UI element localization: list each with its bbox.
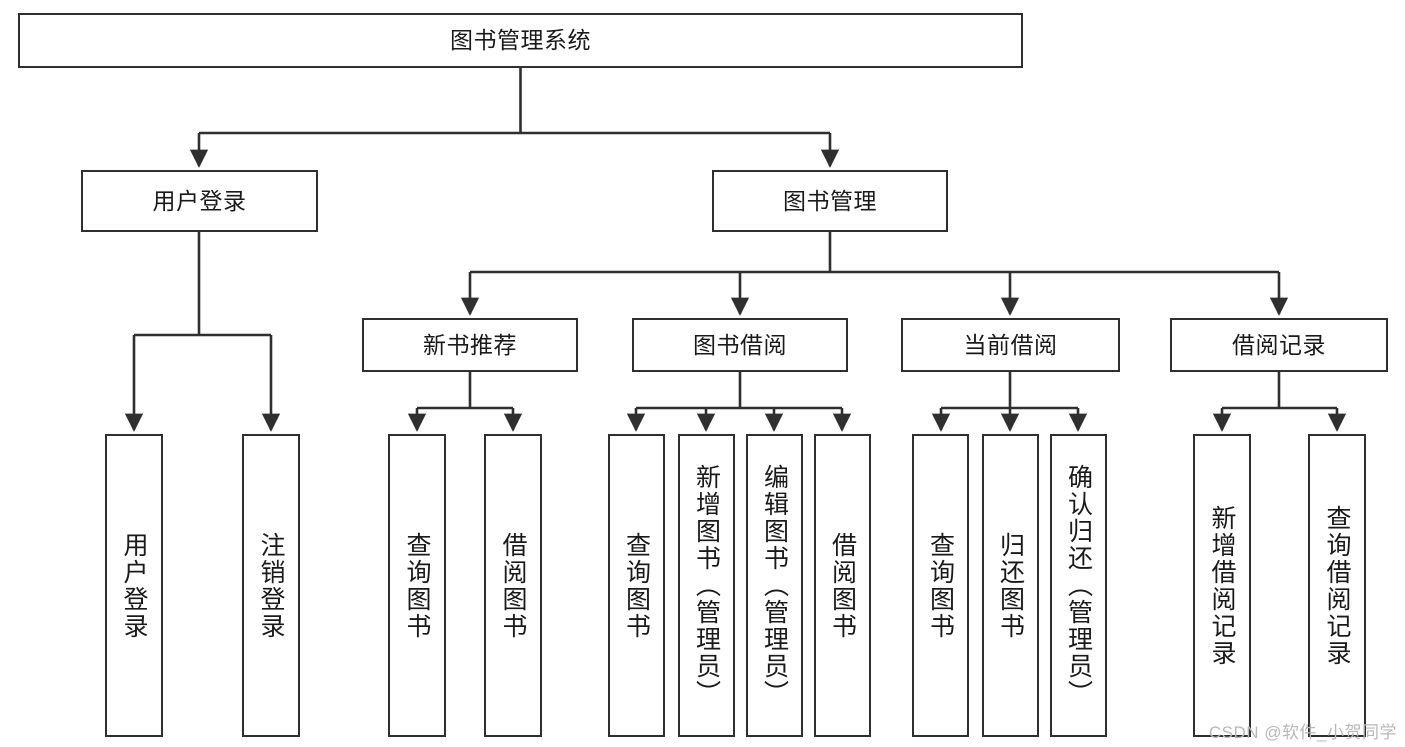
leaf-return-book[interactable]: 归还图书 [982,434,1039,737]
leaf-query-book-current[interactable]: 查询图书 [912,434,969,737]
watermark: CSDN @软件_小贺同学 [1208,723,1397,742]
leaf-borrow-book[interactable]: 借阅图书 [814,434,871,737]
leaf-confirm-return-admin[interactable]: 确认归还（管理员） [1050,434,1107,737]
leaf-label: 确认归还（管理员） [1064,464,1093,707]
node-label: 借阅记录 [1232,331,1326,358]
leaf-edit-book-admin[interactable]: 编辑图书（管理员） [746,434,803,737]
leaf-add-borrow-record[interactable]: 新增借阅记录 [1193,434,1251,737]
leaf-label: 借阅图书 [828,531,857,640]
node-book-borrow[interactable]: 图书借阅 [632,318,848,372]
node-label: 图书管理 [783,187,877,214]
node-label: 图书借阅 [693,331,787,358]
node-user-login[interactable]: 用户登录 [81,170,318,232]
leaf-query-book-borrow[interactable]: 查询图书 [608,434,665,737]
node-current-borrow[interactable]: 当前借阅 [901,318,1120,372]
leaf-logout[interactable]: 注销登录 [242,434,300,737]
leaf-label: 查询图书 [926,531,955,640]
leaf-label: 借阅图书 [499,531,527,640]
leaf-label: 新增借阅记录 [1208,504,1236,667]
node-borrow-records[interactable]: 借阅记录 [1170,318,1388,372]
leaf-label: 查询借阅记录 [1323,504,1351,667]
leaf-label: 注销登录 [257,531,285,640]
leaf-label: 用户登录 [120,531,148,640]
leaf-label: 归还图书 [996,531,1025,640]
leaf-label: 新增图书（管理员） [692,464,721,707]
leaf-label: 查询图书 [403,531,431,640]
node-label: 图书管理系统 [450,27,591,54]
node-label: 新书推荐 [423,331,517,358]
node-label: 用户登录 [152,187,247,214]
leaf-borrow-book-recommend[interactable]: 借阅图书 [484,434,542,737]
node-label: 当前借阅 [963,331,1058,358]
leaf-user-login[interactable]: 用户登录 [105,434,163,737]
leaf-query-book-recommend[interactable]: 查询图书 [388,434,446,737]
leaf-label: 查询图书 [622,531,651,640]
leaf-query-borrow-record[interactable]: 查询借阅记录 [1308,434,1366,737]
node-book-management[interactable]: 图书管理 [712,170,948,232]
leaf-label: 编辑图书（管理员） [760,464,789,707]
node-root-book-management-system[interactable]: 图书管理系统 [18,13,1023,68]
leaf-add-book-admin[interactable]: 新增图书（管理员） [678,434,735,737]
node-new-book-recommend[interactable]: 新书推荐 [362,318,578,372]
